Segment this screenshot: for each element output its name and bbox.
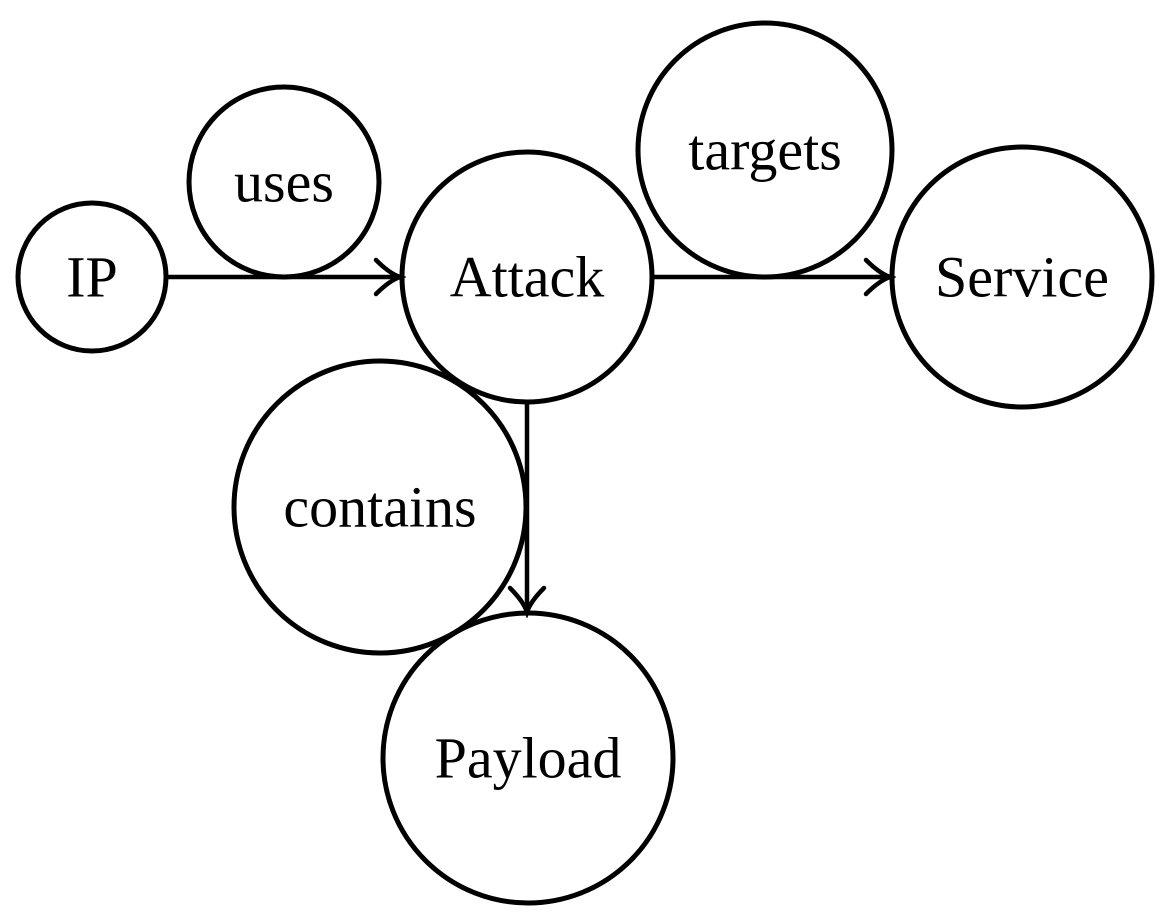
ip-label: IP xyxy=(66,245,118,310)
node-payload: Payload xyxy=(380,610,676,906)
uses-circle xyxy=(186,84,382,280)
service-label: Service xyxy=(935,245,1109,310)
relation-contains: contains xyxy=(231,358,529,656)
targets-label: targets xyxy=(688,118,842,183)
relation-uses: uses xyxy=(186,84,382,280)
uses-label: uses xyxy=(234,150,334,215)
contains-label: contains xyxy=(283,475,476,540)
relation-targets: targets xyxy=(635,20,895,280)
payload-circle xyxy=(380,610,676,906)
targets-circle xyxy=(635,20,895,280)
node-service: Service xyxy=(889,144,1155,410)
ip-circle xyxy=(15,200,169,354)
service-circle xyxy=(889,144,1155,410)
attack-circle xyxy=(399,149,655,405)
contains-circle xyxy=(231,358,529,656)
node-ip: IP xyxy=(15,200,169,354)
node-attack: Attack xyxy=(399,149,655,405)
payload-label: Payload xyxy=(435,726,622,791)
attack-label: Attack xyxy=(450,245,605,310)
